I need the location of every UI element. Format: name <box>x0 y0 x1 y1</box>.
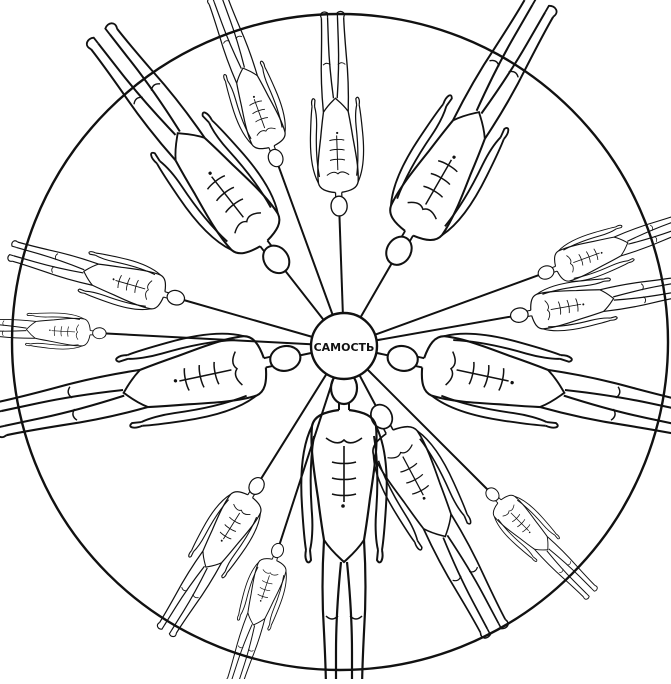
center-label: САМОСТЬ <box>314 341 375 354</box>
